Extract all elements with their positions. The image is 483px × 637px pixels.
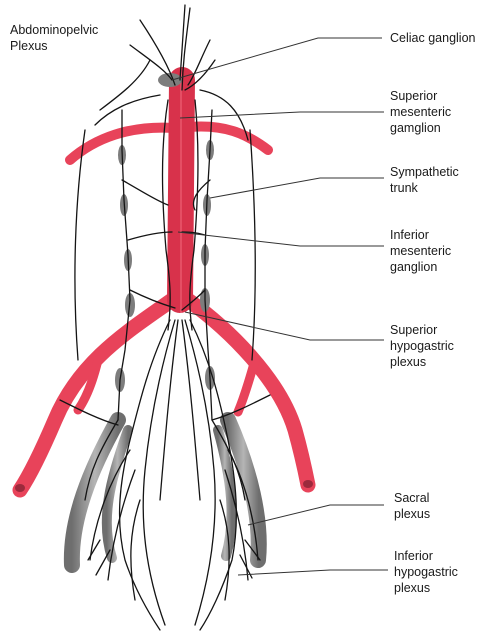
diagram-title: Abdominopelvic Plexus <box>10 23 99 53</box>
label-inferior-mesenteric: Inferior mesenteric ganglion <box>390 228 452 274</box>
label-superior-hypogastric: Superior hypogastric plexus <box>390 323 454 369</box>
label-sacral-plexus: Sacral plexus <box>394 491 431 521</box>
label-superior-mesenteric: Superior mesenteric gamglion <box>390 89 452 135</box>
nerve-network <box>59 4 271 631</box>
leader-lines <box>171 37 388 576</box>
label-celiac-ganglion: Celiac ganglion <box>390 31 476 45</box>
label-sympathetic-trunk: Sympathetic trunk <box>390 165 459 195</box>
label-inferior-hypogastric: Inferior hypogastric plexus <box>394 549 458 595</box>
